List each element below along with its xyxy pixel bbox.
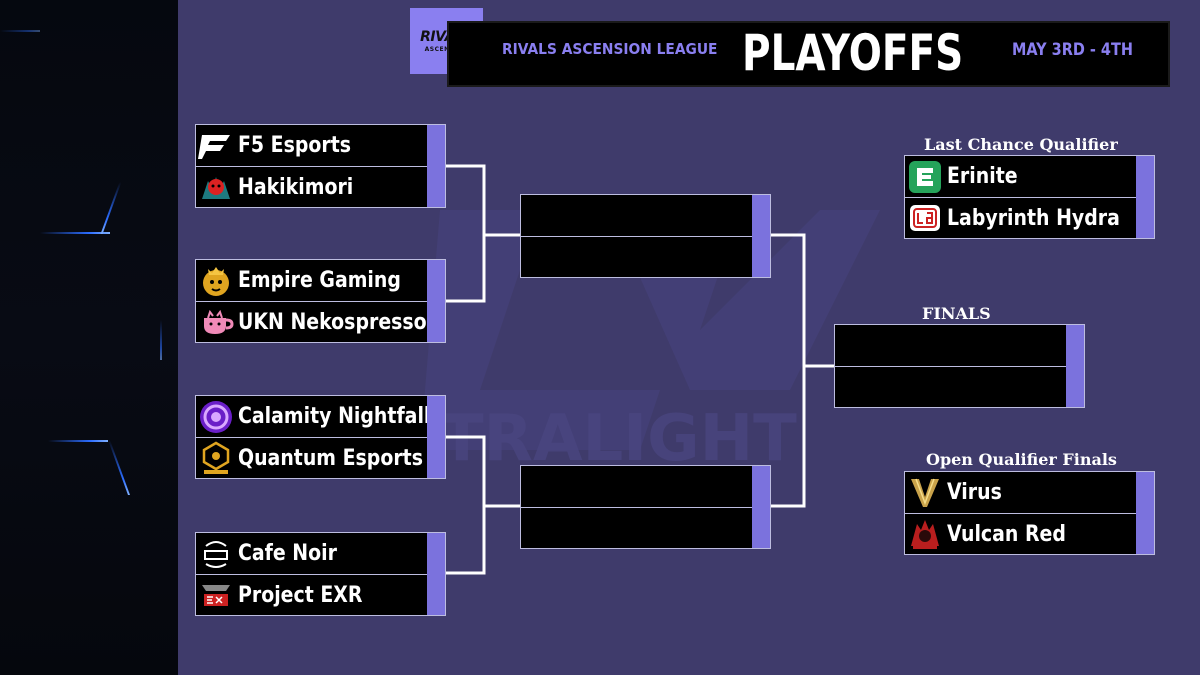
connector-line	[446, 235, 486, 303]
page-title: PLAYOFFS	[742, 24, 964, 82]
finals-match	[834, 324, 1085, 408]
team-name: UKN Nekospresso	[238, 309, 427, 335]
score-bar	[1136, 156, 1154, 238]
header-bar	[447, 21, 1170, 87]
team-slot[interactable]: Calamity Nightfall	[196, 396, 431, 437]
light-streak	[0, 30, 40, 32]
connector-line	[446, 164, 521, 237]
quantum-logo-icon	[198, 440, 234, 476]
team-name: Quantum Esports	[238, 445, 423, 471]
light-streak	[48, 440, 108, 442]
left-decorative-strip	[0, 0, 178, 675]
nekospresso-cup-logo-icon	[198, 304, 234, 340]
empire-lion-logo-icon	[198, 263, 234, 299]
team-slot[interactable]	[521, 195, 753, 236]
team-slot[interactable]: Project EXR	[196, 574, 428, 615]
f5-logo-icon	[198, 128, 234, 164]
semifinal-match-2	[520, 465, 771, 549]
calamity-orb-logo-icon	[198, 399, 234, 435]
team-name: Project EXR	[238, 582, 363, 608]
semifinal-match-1	[520, 194, 771, 278]
team-slot[interactable]: Virus	[905, 472, 1137, 513]
erinite-e-logo-icon	[907, 159, 943, 195]
hakikimori-logo-icon	[198, 169, 234, 205]
open-qualifier-match: Virus Vulcan Red	[904, 471, 1155, 555]
team-slot[interactable]	[521, 236, 753, 277]
last-chance-label: Last Chance Qualifier	[924, 135, 1118, 154]
vulcan-logo-icon	[907, 516, 943, 552]
score-bar	[1136, 472, 1154, 554]
team-name: Cafe Noir	[238, 541, 337, 566]
cafe-noir-logo-icon	[198, 536, 234, 572]
team-slot[interactable]	[521, 507, 753, 548]
team-slot[interactable]	[521, 466, 753, 507]
team-slot[interactable]: UKN Nekospresso	[196, 301, 428, 342]
last-chance-match: Erinite Labyrinth Hydra	[904, 155, 1155, 239]
team-name: F5 Esports	[238, 133, 352, 158]
quarterfinal-match-1: F5 Esports Hakikimori	[195, 124, 446, 208]
connector-line	[446, 435, 521, 508]
quarterfinal-match-3: Calamity Nightfall Quantum Esports	[195, 395, 446, 479]
logo-sub-text: ASCENSION	[425, 46, 469, 53]
score-bar	[752, 195, 770, 277]
team-name: Hakikimori	[238, 174, 354, 200]
light-streak	[160, 320, 162, 360]
connector-line	[771, 366, 806, 508]
team-name: Erinite	[947, 164, 1018, 189]
event-date: MAY 3RD - 4TH	[1012, 40, 1133, 60]
team-name: Empire Gaming	[238, 268, 401, 293]
labyrinth-logo-icon	[907, 200, 943, 236]
team-slot[interactable]: Erinite	[905, 156, 1137, 197]
open-qualifier-label: Open Qualifier Finals	[926, 450, 1117, 469]
connector-line	[446, 506, 486, 575]
virus-v-logo-icon	[907, 475, 943, 511]
team-slot[interactable]: F5 Esports	[196, 125, 428, 166]
score-bar	[427, 396, 445, 478]
team-slot[interactable]: Cafe Noir	[196, 533, 428, 574]
light-streak	[40, 232, 110, 234]
score-bar	[427, 533, 445, 615]
score-bar	[1066, 325, 1084, 407]
team-name: Vulcan Red	[947, 521, 1066, 547]
score-bar	[427, 260, 445, 342]
team-slot[interactable]	[835, 366, 1067, 407]
team-slot[interactable]	[835, 325, 1067, 366]
team-name: Calamity Nightfall	[238, 404, 431, 429]
league-name: RIVALS ASCENSION LEAGUE	[502, 40, 718, 58]
team-slot[interactable]: Empire Gaming	[196, 260, 428, 301]
quarterfinal-match-4: Cafe Noir Project EXR	[195, 532, 446, 616]
team-slot[interactable]: Hakikimori	[196, 166, 428, 207]
quarterfinal-match-2: Empire Gaming UKN Nekospresso	[195, 259, 446, 343]
team-name: Virus	[947, 480, 1002, 505]
team-slot[interactable]: Vulcan Red	[905, 513, 1137, 554]
team-slot[interactable]: Labyrinth Hydra	[905, 197, 1137, 238]
team-name: Labyrinth Hydra	[947, 205, 1120, 231]
exr-logo-icon	[198, 577, 234, 613]
score-bar	[752, 466, 770, 548]
connector-line	[771, 233, 835, 368]
finals-label: FINALS	[922, 304, 991, 323]
score-bar	[427, 125, 445, 207]
team-slot[interactable]: Quantum Esports	[196, 437, 428, 478]
